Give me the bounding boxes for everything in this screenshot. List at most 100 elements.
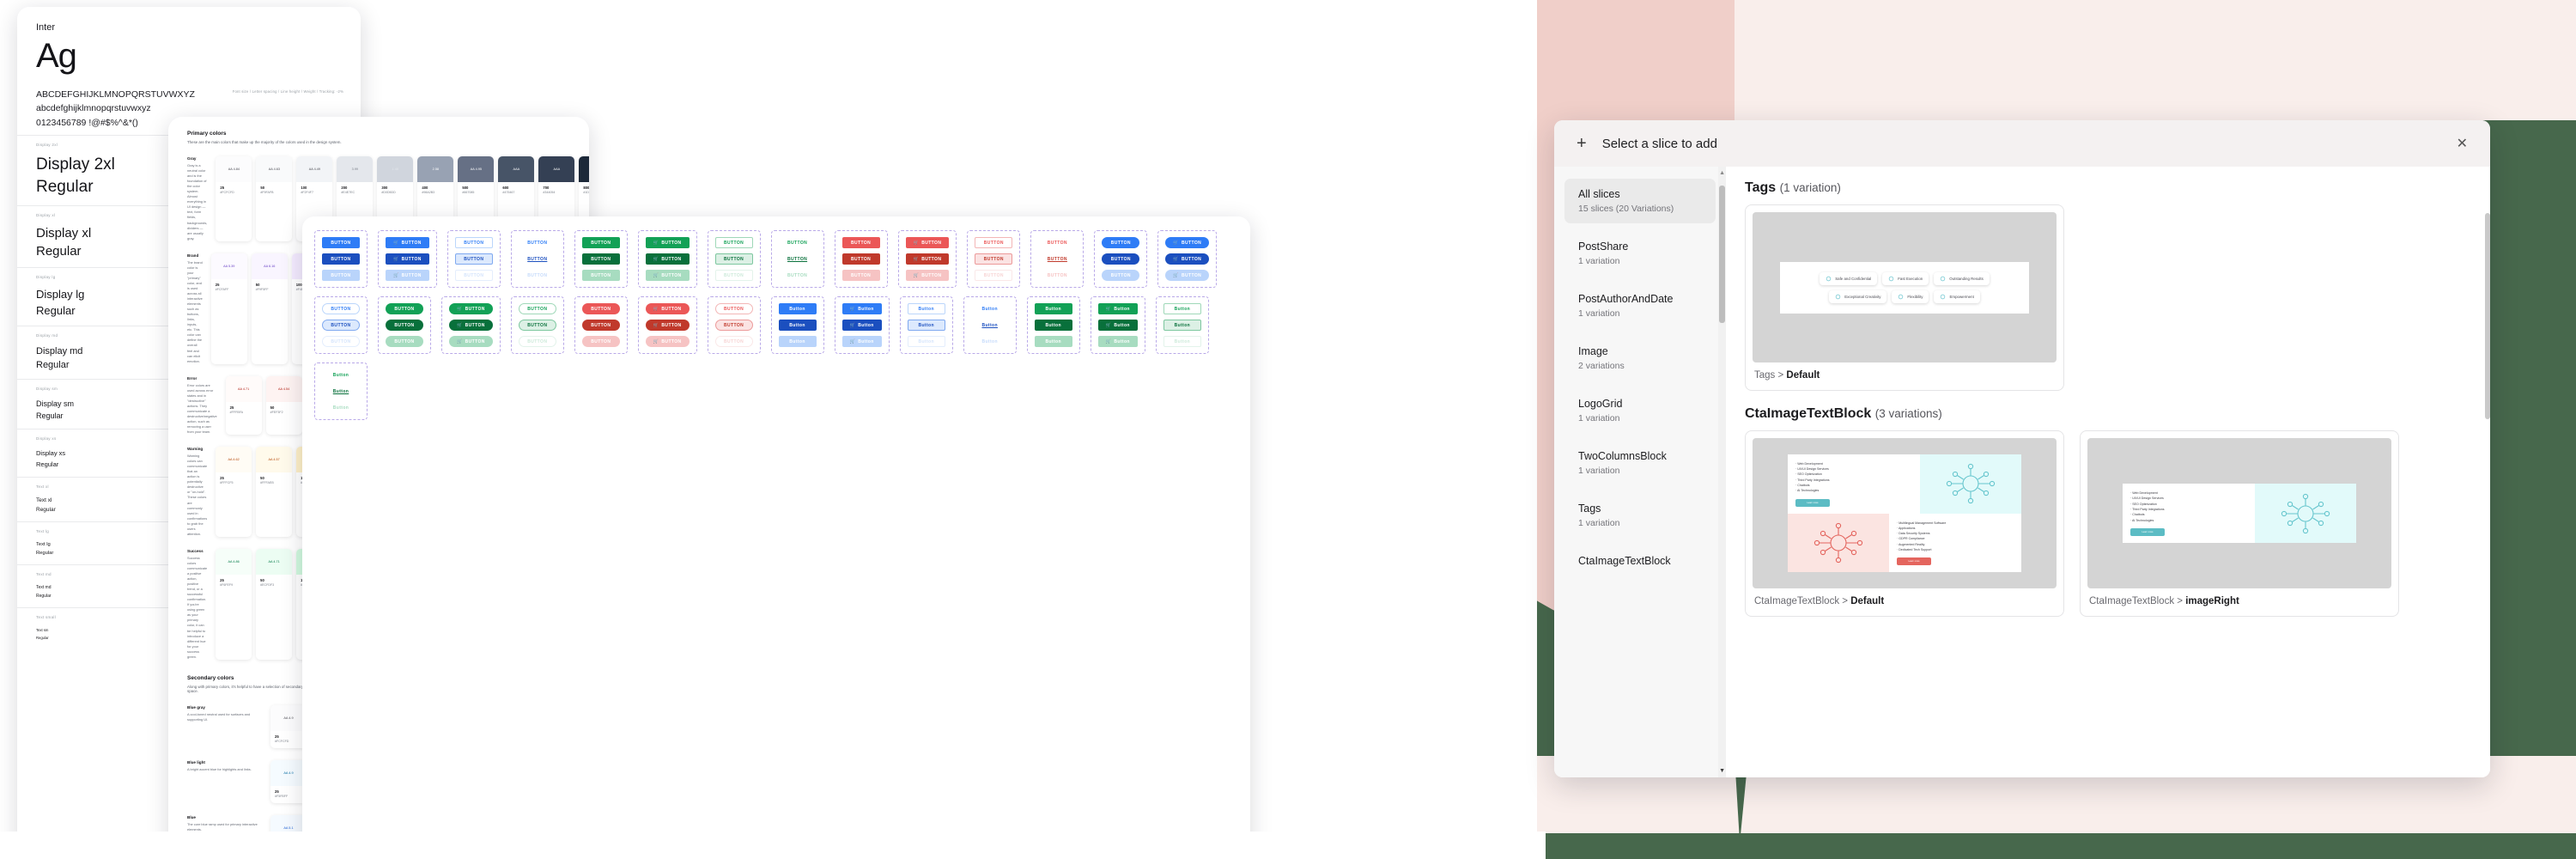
- button[interactable]: BUTTON: [519, 270, 556, 281]
- variation-card[interactable]: Web DevelopmentUX/UI Design ServicesSEO …: [1745, 430, 2064, 617]
- button[interactable]: BUTTON: [386, 303, 423, 314]
- button[interactable]: BUTTON: [518, 336, 556, 347]
- button[interactable]: BUTTON: [975, 270, 1013, 281]
- button[interactable]: BUTTON: [779, 237, 817, 248]
- button[interactable]: BUTTON: [714, 253, 753, 265]
- button[interactable]: 🛒BUTTON: [905, 237, 950, 248]
- button[interactable]: BUTTON: [581, 303, 620, 314]
- button[interactable]: BUTTON: [1038, 270, 1076, 281]
- button[interactable]: BUTTON: [1102, 237, 1140, 248]
- button[interactable]: 🛒BUTTON: [645, 270, 690, 281]
- button[interactable]: BUTTON: [714, 270, 753, 281]
- button[interactable]: BUTTON: [1038, 253, 1076, 265]
- button[interactable]: Button: [1034, 303, 1072, 314]
- button[interactable]: 🛒BUTTON: [386, 237, 429, 248]
- button[interactable]: BUTTON: [581, 320, 620, 331]
- button[interactable]: 🛒BUTTON: [449, 303, 493, 314]
- button[interactable]: BUTTON: [841, 237, 880, 248]
- button[interactable]: Button: [778, 320, 817, 331]
- button[interactable]: 🛒BUTTON: [1165, 253, 1210, 265]
- button[interactable]: 🛒Button: [1097, 303, 1138, 314]
- button[interactable]: BUTTON: [714, 320, 753, 331]
- sidebar-scrollbar-thumb[interactable]: [1719, 186, 1725, 323]
- button[interactable]: 🛒BUTTON: [386, 270, 429, 281]
- button[interactable]: 🛒BUTTON: [1165, 270, 1210, 281]
- button[interactable]: 🛒Button: [841, 320, 882, 331]
- button[interactable]: 🛒Button: [1097, 336, 1138, 347]
- button[interactable]: Button: [322, 369, 360, 381]
- plus-icon[interactable]: +: [1577, 134, 1587, 153]
- button[interactable]: BUTTON: [581, 237, 620, 248]
- button[interactable]: 🛒BUTTON: [645, 253, 690, 265]
- button[interactable]: Button: [907, 303, 945, 314]
- button[interactable]: 🛒BUTTON: [645, 303, 690, 314]
- cta-button[interactable]: Learn more: [1897, 557, 1931, 566]
- cta-button[interactable]: Learn more: [2130, 527, 2165, 536]
- button[interactable]: BUTTON: [1038, 237, 1076, 248]
- button[interactable]: BUTTON: [714, 336, 753, 347]
- button[interactable]: BUTTON: [519, 237, 556, 248]
- button[interactable]: BUTTON: [779, 270, 817, 281]
- button[interactable]: BUTTON: [454, 237, 493, 248]
- button[interactable]: Button: [971, 320, 1009, 331]
- cta-button[interactable]: Learn more: [1795, 498, 1830, 507]
- button[interactable]: 🛒Button: [1097, 320, 1138, 331]
- button[interactable]: Button: [778, 303, 817, 314]
- button[interactable]: BUTTON: [386, 320, 423, 331]
- button[interactable]: Button: [1034, 336, 1072, 347]
- chevron-up-icon[interactable]: ▲: [1719, 170, 1725, 176]
- button[interactable]: 🛒BUTTON: [645, 320, 690, 331]
- button[interactable]: Button: [907, 336, 945, 347]
- button[interactable]: BUTTON: [519, 253, 556, 265]
- button[interactable]: Button: [1163, 303, 1201, 314]
- button[interactable]: BUTTON: [975, 237, 1013, 248]
- button[interactable]: BUTTON: [714, 303, 753, 314]
- variation-card[interactable]: Web DevelopmentUX/UI Design ServicesSEO …: [2080, 430, 2399, 617]
- button[interactable]: Button: [322, 402, 360, 413]
- button[interactable]: BUTTON: [454, 253, 493, 265]
- button[interactable]: BUTTON: [454, 270, 493, 281]
- button[interactable]: Button: [322, 386, 360, 397]
- button[interactable]: 🛒BUTTON: [905, 270, 950, 281]
- button[interactable]: Button: [907, 320, 945, 331]
- button[interactable]: 🛒BUTTON: [449, 320, 493, 331]
- button[interactable]: 🛒BUTTON: [645, 336, 690, 347]
- button[interactable]: 🛒BUTTON: [386, 253, 429, 265]
- button[interactable]: Button: [1163, 336, 1201, 347]
- button[interactable]: 🛒BUTTON: [645, 237, 690, 248]
- button[interactable]: BUTTON: [322, 336, 360, 347]
- chevron-down-icon[interactable]: ▼: [1719, 768, 1725, 774]
- button[interactable]: BUTTON: [518, 303, 556, 314]
- button[interactable]: BUTTON: [1102, 270, 1140, 281]
- button[interactable]: BUTTON: [1102, 253, 1140, 265]
- button[interactable]: BUTTON: [322, 270, 360, 281]
- button[interactable]: BUTTON: [322, 320, 360, 331]
- button[interactable]: 🛒Button: [841, 336, 882, 347]
- button[interactable]: BUTTON: [841, 270, 880, 281]
- button[interactable]: 🛒BUTTON: [1165, 237, 1210, 248]
- button[interactable]: 🛒BUTTON: [905, 253, 950, 265]
- button[interactable]: Button: [1034, 320, 1072, 331]
- button[interactable]: Button: [971, 336, 1009, 347]
- button[interactable]: Button: [778, 336, 817, 347]
